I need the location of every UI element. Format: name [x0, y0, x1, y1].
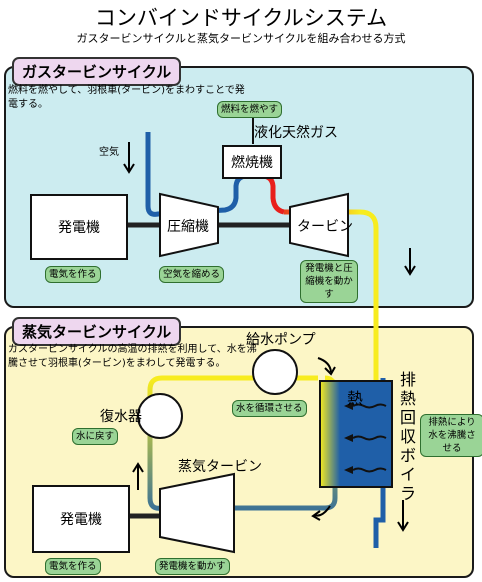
steam-turbine-desc-label: 発電機を動かす [155, 558, 230, 575]
gas-cycle-note: 燃料を燃やして、羽根車(タービン)をまわすことで発電する。 [8, 85, 245, 110]
pump-title: 給水ポンプ [246, 332, 316, 348]
fuel-label: 燃料を燃やす [217, 101, 283, 118]
gas-flow-exhaust [284, 209, 379, 370]
gas-generator-label: 電気を作る [45, 266, 101, 283]
steam-generator: 発電機 [32, 485, 130, 553]
diagram-subtitle: ガスタービンサイクルと蒸気タービンサイクルを組み合わせる方式 [76, 32, 406, 45]
steam-cycle-note: ガスタービンサイクルの高温の排熱を利用して、水を沸騰させて羽根車(タービン)をま… [8, 344, 257, 369]
air-label: 空気 [99, 147, 119, 158]
steam-cycle-tag: 蒸気タービンサイクル [12, 317, 182, 346]
pump-desc-label: 水を循環させる [232, 400, 307, 417]
condenser-shape [137, 393, 183, 439]
arrow-pump-down [317, 357, 332, 373]
condenser-title: 復水器 [100, 409, 142, 425]
gas-cycle-tag: ガスタービンサイクル [12, 57, 182, 86]
compressor-desc-label: 空気を縮める [159, 266, 225, 283]
hrsg-desc-label: 排熱により水を沸騰させる [420, 414, 482, 457]
turbine-label: タービン [297, 219, 353, 235]
compressor-shape [159, 192, 219, 258]
steam-turbine-title: 蒸気タービン [178, 459, 262, 475]
compressor-label: 圧縮機 [167, 219, 209, 235]
diagram-title: コンバインドサイクルシステム [94, 6, 388, 30]
turbine-shape [289, 192, 349, 258]
gas-flow-blue [145, 132, 248, 217]
gas-generator: 発電機 [30, 194, 128, 260]
condenser-desc-label: 水に戻す [72, 428, 119, 445]
heat-label: 熱 [347, 389, 364, 408]
gas-flow-hot [247, 173, 285, 215]
lng-label: 液化天然ガス [254, 125, 338, 141]
combustor: 燃焼機 [222, 145, 282, 179]
steam-generator-label: 電気を作る [45, 558, 101, 575]
pump-shape [252, 349, 298, 395]
turbine-desc-label: 発電機と圧縮機を動かす [300, 260, 358, 303]
hrsg-title: 排熱回収ボイラ [399, 370, 416, 503]
steam-turbine-shape [159, 472, 235, 554]
fuel-line [252, 118, 254, 144]
